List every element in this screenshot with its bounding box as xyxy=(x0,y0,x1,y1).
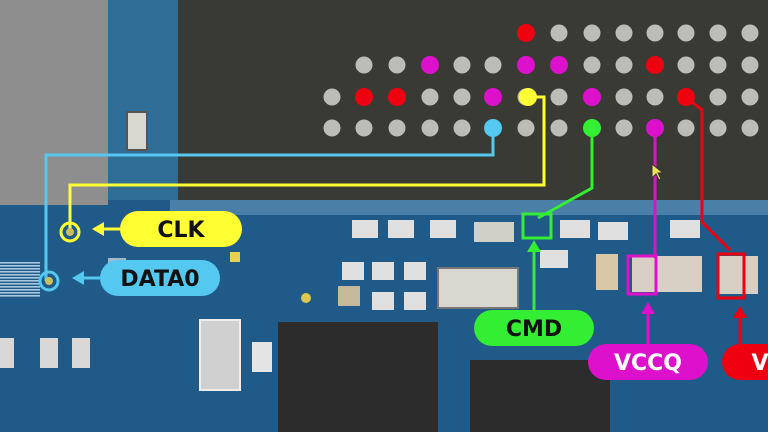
highlighted-balls xyxy=(355,24,664,106)
bga-pad xyxy=(677,56,695,74)
connector-pin xyxy=(0,280,40,282)
data0-arrow xyxy=(72,271,84,285)
data0-label: DATA0 xyxy=(120,267,199,292)
vccq-label: VCCQ xyxy=(614,351,682,376)
clk-arrow xyxy=(92,222,104,236)
bga-pad xyxy=(323,119,341,137)
bga-pad xyxy=(709,119,727,137)
connector-pin xyxy=(0,292,40,294)
data0-net: DATA0 xyxy=(38,119,502,296)
bga-pad xyxy=(388,56,406,74)
board-strip xyxy=(108,0,178,200)
bga-pad xyxy=(517,119,535,137)
connector-pin xyxy=(0,262,40,264)
cmd-label: CMD xyxy=(506,317,562,342)
bga-pad xyxy=(355,119,373,137)
bga-pad xyxy=(421,119,439,137)
vccq-net: VCCQ xyxy=(588,119,708,380)
bga-pad xyxy=(550,88,568,106)
clk-label-bg xyxy=(120,211,242,247)
cmd-arrow xyxy=(527,240,541,252)
bga-pad xyxy=(646,24,664,42)
data0-ball xyxy=(484,119,502,137)
bga-pad xyxy=(550,24,568,42)
vcc-label: V xyxy=(751,351,768,376)
ic-package xyxy=(278,322,438,432)
connector-pin xyxy=(0,265,40,267)
bga-pad xyxy=(677,119,695,137)
connector-pin xyxy=(0,289,40,291)
bga-pad xyxy=(421,88,439,106)
bga-pad xyxy=(453,56,471,74)
cmd-ball xyxy=(583,119,601,137)
bga-pad xyxy=(615,56,633,74)
cmd-label-bg xyxy=(474,310,594,346)
vccq-arrow xyxy=(641,302,655,314)
mouse-pointer-icon xyxy=(651,162,665,181)
clk-testpoint xyxy=(59,221,81,243)
vccq-label-bg xyxy=(588,344,708,380)
components xyxy=(0,111,758,432)
connector-pin xyxy=(0,283,40,285)
clk-net: CLK xyxy=(59,88,546,247)
bga-pad xyxy=(453,88,471,106)
bga-pad xyxy=(583,24,601,42)
connector-pin xyxy=(0,268,40,270)
bga-pad xyxy=(615,119,633,137)
bga-pad xyxy=(741,24,759,42)
bga-pad xyxy=(355,56,373,74)
vcc-ball xyxy=(677,88,695,106)
bga-pad xyxy=(484,56,502,74)
vcc-component-box xyxy=(716,252,746,300)
bga-pad xyxy=(615,24,633,42)
bga-pad xyxy=(709,24,727,42)
vccq-ball xyxy=(646,119,664,137)
bga-pad xyxy=(550,119,568,137)
clk-ball xyxy=(519,88,537,106)
left-chip xyxy=(0,0,108,205)
bga-pad xyxy=(388,119,406,137)
chip-edge xyxy=(170,200,768,215)
vcc-net: V xyxy=(677,88,768,380)
cmd-net: CMD xyxy=(474,119,601,346)
connector-pin xyxy=(0,277,40,279)
connector-pin xyxy=(0,286,40,288)
bga-pad xyxy=(646,88,664,106)
bga-pad xyxy=(677,24,695,42)
data0-label-bg xyxy=(100,260,220,296)
vccq-component-box xyxy=(626,254,658,296)
connector-pin xyxy=(0,271,40,273)
connector-pin xyxy=(0,274,40,276)
vcc-label-bg xyxy=(722,344,768,380)
data0-testpoint xyxy=(38,270,60,292)
bga-pad xyxy=(709,56,727,74)
cmd-component-box xyxy=(521,212,553,240)
vcc-arrow xyxy=(733,306,747,318)
bga-pad xyxy=(741,56,759,74)
bga-pad xyxy=(583,56,601,74)
bga-pad xyxy=(741,88,759,106)
bga-pad xyxy=(615,88,633,106)
bga-pad xyxy=(741,119,759,137)
bga-pad xyxy=(453,119,471,137)
clk-label: CLK xyxy=(157,218,205,243)
connector-pin xyxy=(0,295,40,297)
bga-pad xyxy=(323,88,341,106)
bga-pad xyxy=(709,88,727,106)
edge-connector-pins xyxy=(0,262,40,297)
bga-chip xyxy=(178,0,768,210)
